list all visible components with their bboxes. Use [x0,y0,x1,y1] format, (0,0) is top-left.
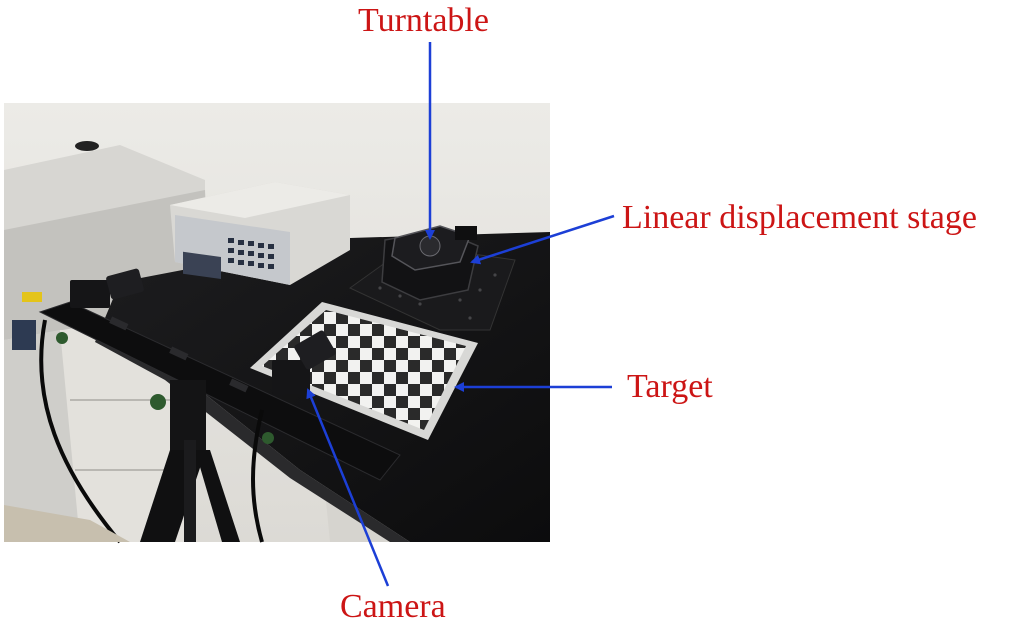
camera-cable-left [39,319,122,544]
camera-arrow [306,388,390,587]
target-label: Target [627,368,713,405]
camera-label: Camera [340,588,446,625]
optical-breadboard [349,225,516,331]
controller-box [170,182,350,285]
photograph [4,103,550,544]
tripod [140,380,240,542]
camera-cable-right [251,409,264,543]
left-camera [56,268,144,344]
linear-stage-arrow [470,214,615,265]
turntable-label: Turntable [358,2,489,39]
floor [4,505,130,542]
linear-displacement-stage-label: Linear displacement stage [622,199,977,236]
annotation-arrows [306,42,615,587]
right-camera [262,330,336,444]
camera-rail [38,301,401,481]
